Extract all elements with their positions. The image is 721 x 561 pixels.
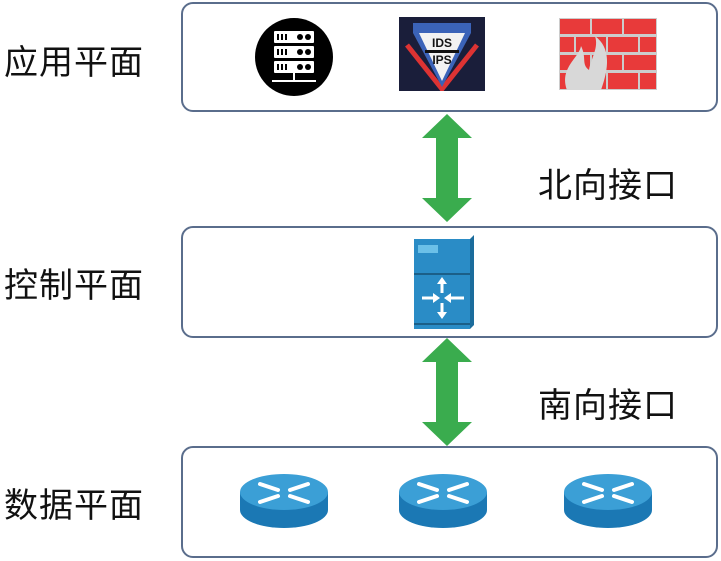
data-plane-label: 数据平面 <box>4 486 144 526</box>
northbound-interface-label: 北向接口 <box>538 166 678 206</box>
northbound-double-arrow <box>422 114 472 222</box>
router-icon <box>240 474 328 528</box>
control-plane-label: 控制平面 <box>4 266 144 306</box>
southbound-double-arrow <box>422 338 472 446</box>
application-plane-label: 应用平面 <box>4 43 144 83</box>
router-icon <box>399 474 487 528</box>
server-icon <box>255 18 333 96</box>
ips-text: IPS <box>432 53 451 67</box>
ids-text: IDS <box>432 36 452 50</box>
southbound-interface-label: 南向接口 <box>538 386 678 426</box>
ids-ips-shield-icon: IDS IPS <box>399 17 485 91</box>
router-icon <box>564 474 652 528</box>
sdn-controller-icon <box>414 235 474 329</box>
firewall-icon <box>559 18 657 90</box>
